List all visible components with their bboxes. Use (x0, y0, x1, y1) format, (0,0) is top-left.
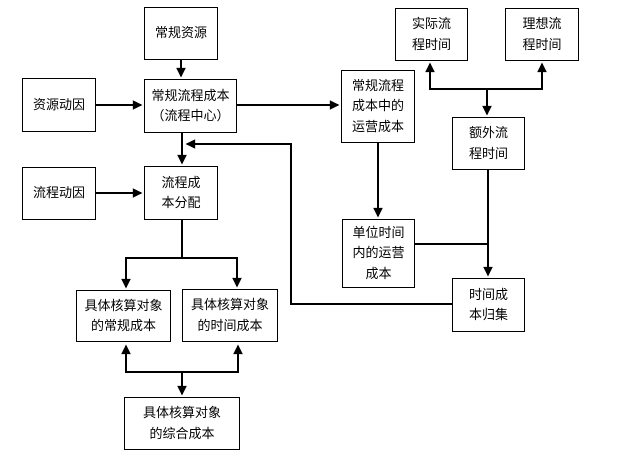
node-operating-cost-per-unit-time: 单位时间 内的运营 成本 (342, 219, 415, 288)
node-actual-process-time: 实际流 程时间 (395, 8, 468, 61)
node-object-time-cost: 具体核算对象 的时间成本 (182, 289, 278, 342)
node-object-regular-cost: 具体核算对象 的常规成本 (76, 290, 171, 342)
node-regular-process-cost: 常规流程成本 （流程中心） (144, 79, 237, 133)
node-extra-process-time: 额外流 程时间 (452, 117, 525, 170)
node-resource-driver: 资源动因 (22, 78, 96, 132)
node-object-composite-cost: 具体核算对象 的综合成本 (124, 397, 240, 450)
node-ideal-process-time: 理想流 程时间 (505, 8, 579, 61)
edge-time-collection-feedback (185, 139, 452, 305)
node-process-cost-allocation: 流程成 本分配 (144, 166, 218, 220)
node-process-driver: 流程动因 (22, 167, 96, 220)
node-operating-cost-in-regular-process-cost: 常规流程 成本中的 运营成本 (341, 70, 415, 143)
node-time-cost-collection: 时间成 本归集 (452, 278, 525, 332)
node-regular-resources: 常规资源 (144, 7, 218, 60)
